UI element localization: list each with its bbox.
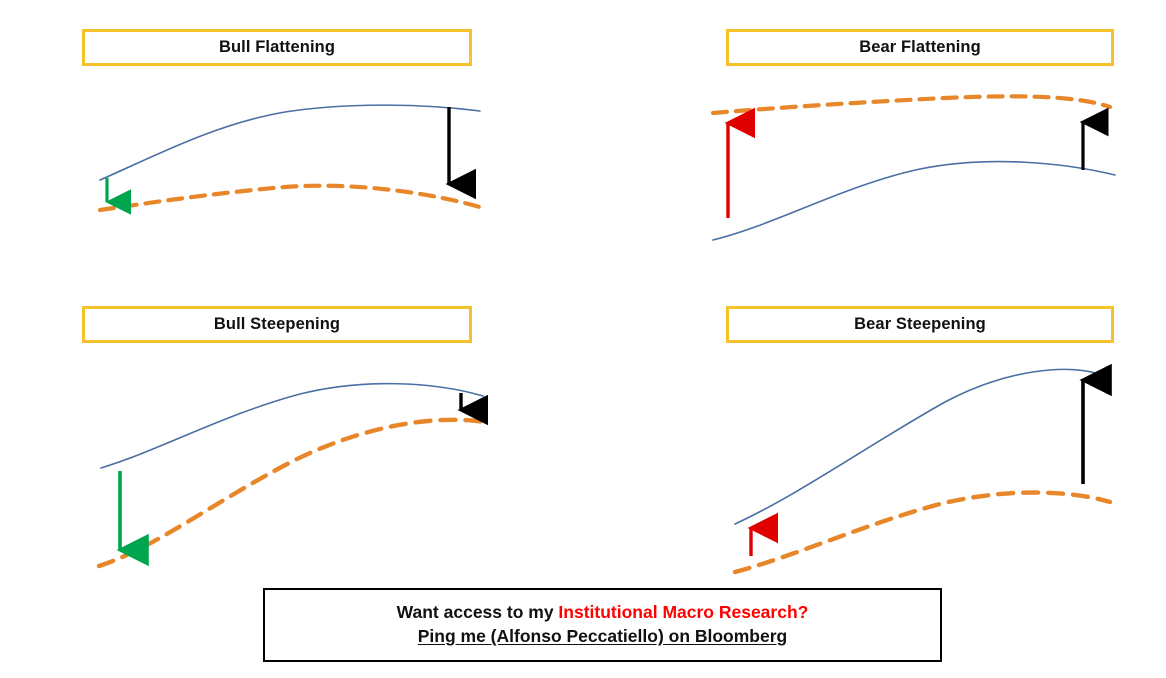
curve-shifted <box>710 94 1113 116</box>
chart-bear-flattening <box>710 94 1116 241</box>
cta-line-1-prefix: Want access to my <box>396 602 559 623</box>
curve-shifted <box>97 183 486 213</box>
panel-title-bull-flattening: Bull Flattening <box>82 29 472 66</box>
panel-title-bear-steepening: Bear Steepening <box>726 306 1114 343</box>
curve-initial <box>99 104 481 181</box>
cta-line-2: Ping me (Alfonso Peccatiello) on Bloombe… <box>417 626 788 646</box>
curve-initial <box>100 382 484 469</box>
panel-title-bull-steepening: Bull Steepening <box>82 306 472 343</box>
cta-caption-box: Want access to my Institutional Macro Re… <box>263 588 942 662</box>
curve-shifted <box>732 490 1113 575</box>
chart-bull-steepening <box>96 382 489 569</box>
chart-bull-flattening <box>97 104 486 215</box>
panel-title-bear-flattening: Bear Flattening <box>726 29 1114 66</box>
chart-bear-steepening <box>732 363 1113 575</box>
curve-shifted <box>96 417 488 569</box>
cta-line-1: Want access to my Institutional Macro Re… <box>397 602 809 624</box>
curve-initial <box>712 160 1116 241</box>
cta-line-1-highlight: Institutional Macro Research? <box>558 602 809 623</box>
curve-initial <box>734 368 1106 525</box>
